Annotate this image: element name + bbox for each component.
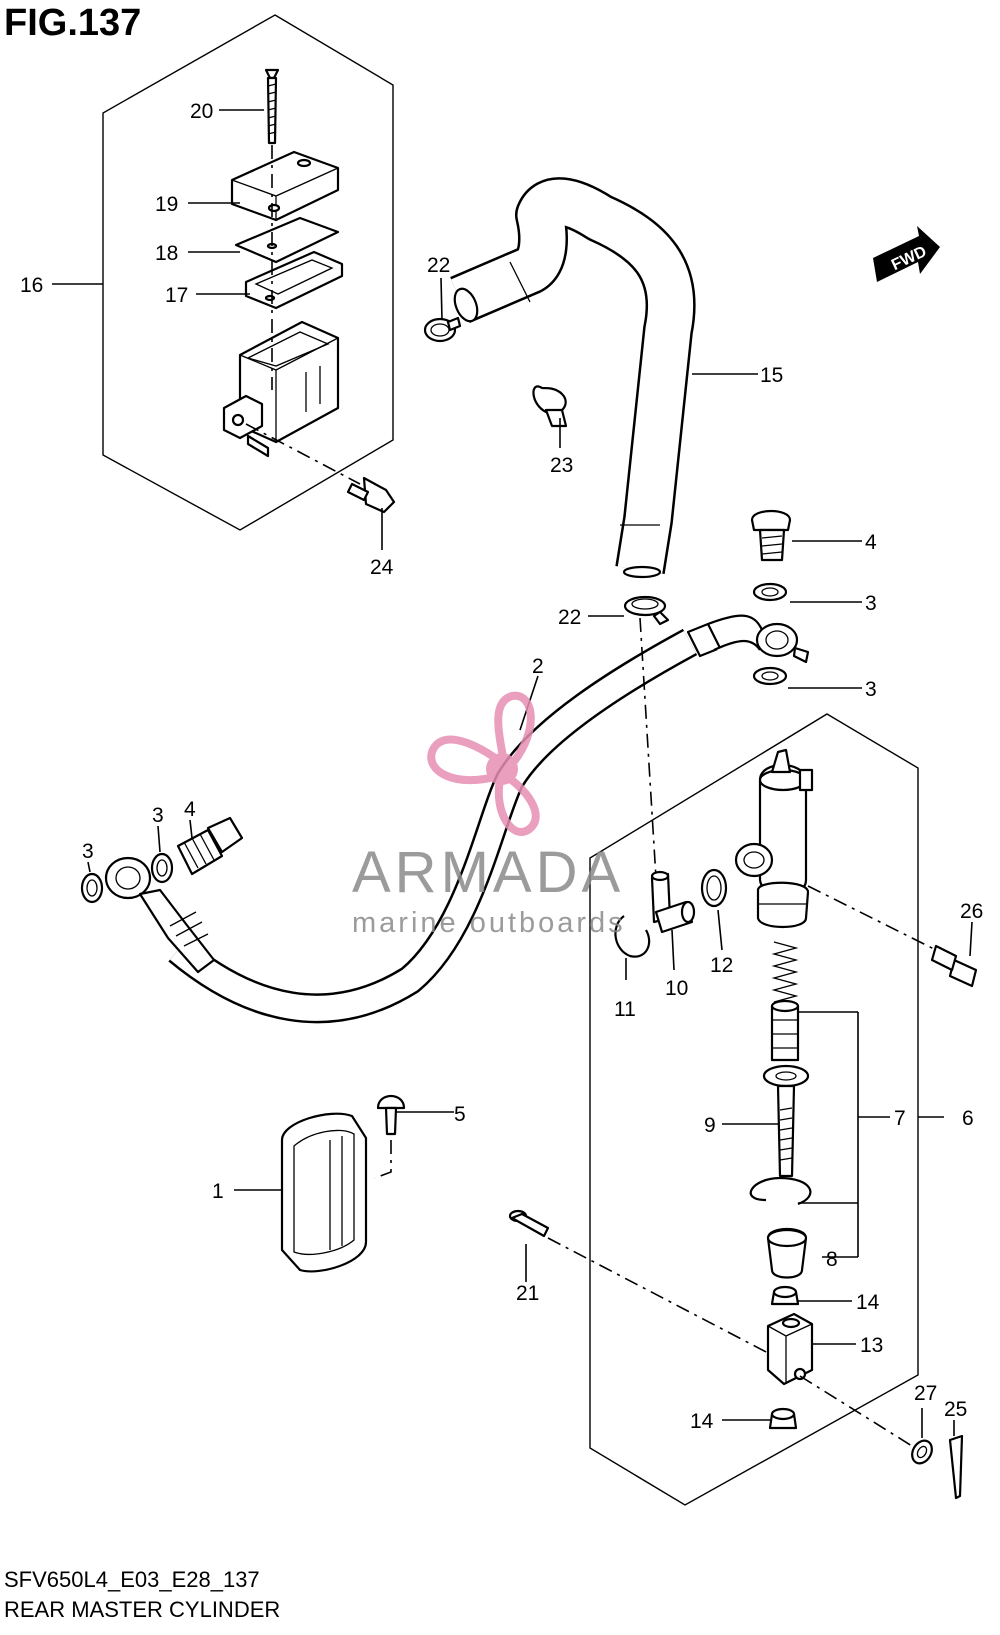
figure-name: REAR MASTER CYLINDER [4, 1597, 281, 1622]
master-cylinder-spring [771, 941, 799, 1003]
callout-16: 16 [20, 274, 43, 297]
callout-17: 17 [165, 284, 188, 307]
part-2-brake-hose [168, 614, 810, 1024]
callout-19: 19 [155, 193, 178, 216]
part-14-nut-upper [770, 1285, 800, 1306]
part-12-o-ring [700, 868, 728, 908]
part-22-hose-clamp-lower [623, 595, 670, 626]
reservoir-group-outline [102, 14, 394, 531]
callout-3-left-b: 3 [152, 804, 164, 827]
part-10-union-fitting [650, 870, 696, 934]
callout-1: 1 [212, 1180, 224, 1203]
part-4-banjo-bolt-right [750, 509, 792, 562]
callout-3-right-b: 3 [865, 678, 877, 701]
part-24-bolt [346, 476, 396, 514]
callout-3-right-a: 3 [865, 592, 877, 615]
part-5-screw [376, 1094, 406, 1136]
alignment-line-bolt-26 [807, 885, 937, 951]
callout-23: 23 [550, 454, 573, 477]
part-3-washer-right-b [752, 666, 788, 686]
callout-9: 9 [704, 1114, 716, 1137]
figure-title: FIG.137 [4, 2, 142, 44]
part-3-washer-right-a [752, 582, 788, 602]
callout-8: 8 [826, 1248, 838, 1271]
watermark-brand: ARMADA [352, 840, 624, 905]
callout-14-upper: 14 [856, 1291, 880, 1314]
part-8-boot [766, 1227, 808, 1279]
callout-22-upper: 22 [427, 254, 450, 277]
callout-14-lower: 14 [690, 1410, 714, 1433]
part-15-reservoir-hose [450, 177, 696, 579]
part-21-clevis-pin [508, 1209, 550, 1238]
figure-code: SFV650L4_E03_E28_137 [4, 1567, 260, 1592]
part-17-diaphragm [244, 250, 344, 310]
part-7-circlip-ring [749, 1176, 812, 1206]
callout-26: 26 [960, 900, 983, 923]
callout-4-right: 4 [865, 531, 877, 554]
part-19-reservoir-cap [230, 150, 340, 222]
master-cylinder-group-outline [589, 713, 919, 1506]
callout-7: 7 [894, 1107, 906, 1130]
part-14-nut-lower [768, 1407, 798, 1430]
part-23-clamp [532, 385, 568, 428]
part-1-heel-guard [280, 1112, 368, 1273]
part-25-cotter-pin [948, 1434, 964, 1500]
watermark-tagline: marine outboards [352, 907, 626, 939]
fwd-direction-badge: FWD [873, 226, 940, 282]
alignment-line-bolt-24 [245, 423, 361, 485]
callout-25: 25 [944, 1398, 967, 1421]
callout-3-left-a: 3 [82, 840, 94, 863]
callout-18: 18 [155, 242, 178, 265]
callout-20: 20 [190, 100, 213, 123]
armada-watermark: ARMADA marine outboards [352, 691, 626, 939]
callout-13: 13 [860, 1334, 883, 1357]
part-3-washer-left-a [80, 872, 104, 904]
part-11-circlip [614, 915, 651, 958]
master-cylinder-body [734, 748, 814, 928]
callout-5: 5 [454, 1103, 466, 1126]
part-3-washer-left-b [150, 852, 174, 884]
alignment-line-screw-5 [374, 1140, 392, 1179]
alignment-line-clevis-washer [799, 1375, 913, 1447]
callout-21: 21 [516, 1282, 539, 1305]
part-4-banjo-bolt-left [176, 816, 244, 876]
callout-24: 24 [370, 556, 394, 579]
part-20-screw [264, 68, 280, 145]
part-16-reservoir [222, 320, 340, 458]
armada-propeller-logo [427, 691, 540, 836]
part-13-clevis [766, 1312, 814, 1386]
callout-numbers: 20 19 18 17 16 22 23 24 15 4 3 22 3 2 3 … [20, 100, 983, 1433]
callout-22-lower: 22 [558, 606, 581, 629]
part-27-washer [911, 1439, 933, 1465]
callout-12: 12 [710, 954, 733, 977]
callout-10: 10 [665, 977, 688, 1000]
part-7-piston-set [770, 999, 800, 1062]
part-26-bolt [930, 944, 978, 988]
part-22-hose-clamp-upper [423, 316, 462, 343]
callout-2: 2 [532, 655, 544, 678]
part-9-push-rod [762, 1064, 810, 1178]
alignment-line-pin-21 [547, 1237, 771, 1355]
callout-15: 15 [760, 364, 783, 387]
part-2-banjo-fitting-left [104, 856, 216, 974]
callout-27: 27 [914, 1382, 937, 1405]
callout-6: 6 [962, 1107, 974, 1130]
callout-11: 11 [614, 998, 636, 1021]
callout-4-left: 4 [184, 798, 196, 821]
